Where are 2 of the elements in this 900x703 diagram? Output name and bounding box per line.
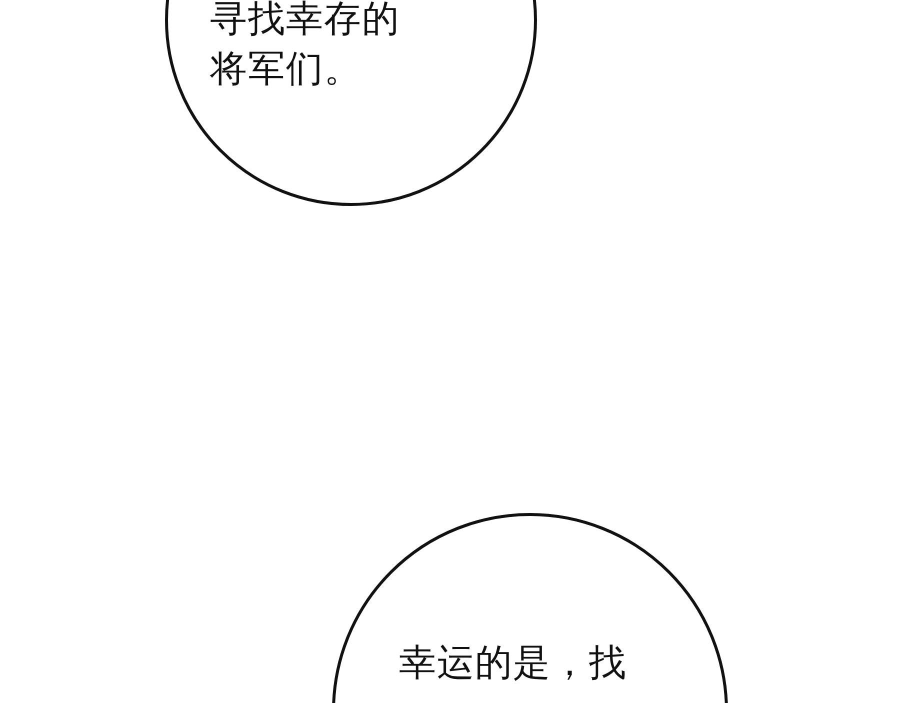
speech-text: 寻找幸存的将军们。 [210,0,401,92]
speech-text: 幸运的是，找 [399,640,628,686]
